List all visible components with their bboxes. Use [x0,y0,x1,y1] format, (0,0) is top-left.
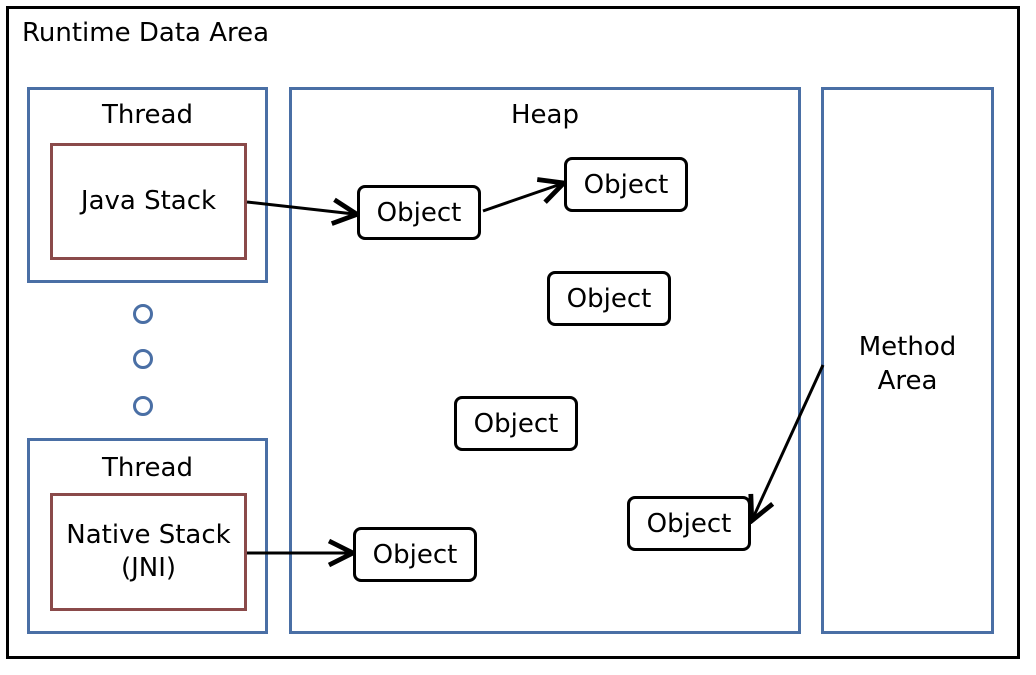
diagram-title: Runtime Data Area [22,18,270,48]
java-stack-box: Java Stack [50,143,247,260]
heap-object: Object [357,185,481,240]
ellipsis-dot [133,349,153,369]
heap-object: Object [627,496,751,551]
thread-label: Thread [102,453,193,483]
method-area-label: Method [858,332,957,362]
heap-object: Object [564,157,688,212]
heap-object: Object [454,396,578,451]
thread-label: Thread [102,100,193,130]
native-stack-jni-label: (JNI) [120,553,177,583]
ellipsis-dot [133,396,153,416]
heap-label: Heap [511,100,579,130]
method-area-box: Method Area [821,87,994,634]
ellipsis-dot [133,304,153,324]
native-stack-label: Native Stack [66,520,231,550]
heap-object: Object [353,527,477,582]
heap-object: Object [547,271,671,326]
native-stack-box: Native Stack (JNI) [50,493,247,611]
method-area-label-line2: Area [877,366,938,396]
java-stack-label: Java Stack [80,186,217,216]
